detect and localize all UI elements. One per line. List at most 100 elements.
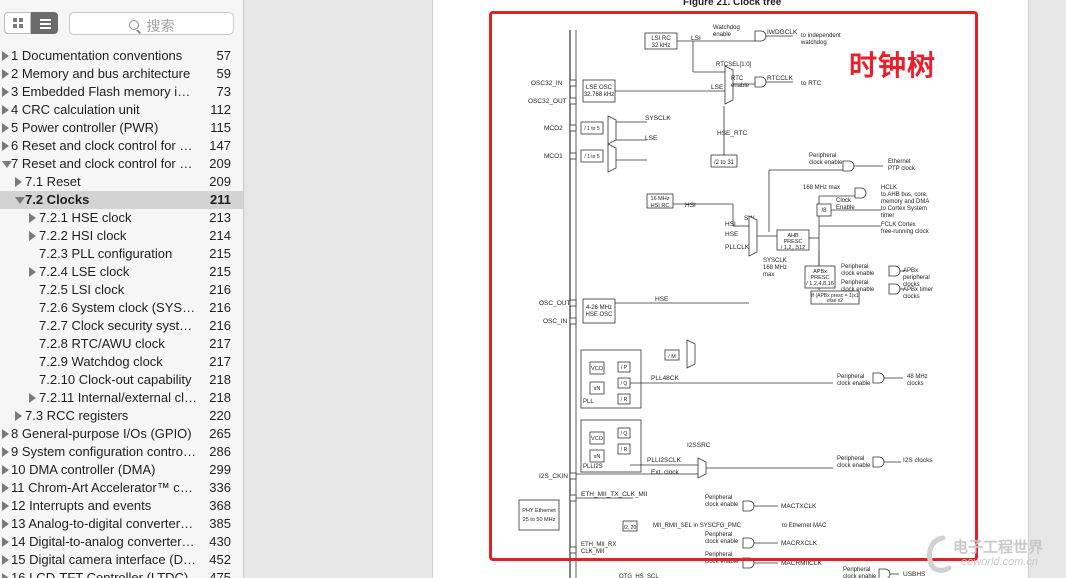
disclosure-closed-icon[interactable] xyxy=(2,429,9,439)
disclosure-closed-icon[interactable] xyxy=(2,141,9,151)
diagram-box xyxy=(589,381,605,395)
diagram-label: HCLK xyxy=(881,185,897,191)
and-gate xyxy=(854,187,867,199)
disclosure-closed-icon[interactable] xyxy=(2,123,9,133)
toc-item[interactable]: 6 Reset and clock control for S…147 xyxy=(0,137,243,155)
disclosure-closed-icon[interactable] xyxy=(2,69,9,79)
diagram-label: PRESC xyxy=(811,275,830,281)
toc-item[interactable]: 15 Digital camera interface (D… 452 xyxy=(0,551,243,569)
pin xyxy=(569,152,577,160)
toc-item-page: 216 xyxy=(209,318,231,333)
diagram-label: Peripheral xyxy=(705,532,732,538)
and-gate xyxy=(872,372,885,384)
disclosure-closed-icon[interactable] xyxy=(29,231,36,241)
diagram-label: 25 to 50 MHz xyxy=(523,517,556,523)
toc-item-title: 7.2.6 System clock (SYSC… xyxy=(39,300,197,315)
diagram-box xyxy=(617,361,631,373)
watermark-url: eeworld.com.cn xyxy=(961,556,1039,568)
disclosure-closed-icon[interactable] xyxy=(2,573,9,578)
toc-item-title: 10 DMA controller (DMA) xyxy=(11,462,156,477)
search-placeholder: 搜索 xyxy=(146,18,175,34)
diagram-label: VCO xyxy=(591,366,604,372)
toc-item-page: 299 xyxy=(209,462,231,477)
toc-item[interactable]: 3 Embedded Flash memory int…73 xyxy=(0,83,243,101)
toc-item[interactable]: 11 Chrom-Art Accelerator™ co…336 xyxy=(0,479,243,497)
diagram-label: I2S clocks xyxy=(903,457,933,464)
toc-item[interactable]: 7.2.4 LSE clock 215 xyxy=(0,263,243,281)
disclosure-closed-icon[interactable] xyxy=(2,447,9,457)
toc-item[interactable]: 7.2.6 System clock (SYSC…216 xyxy=(0,299,243,317)
disclosure-closed-icon[interactable] xyxy=(29,267,36,277)
disclosure-closed-icon[interactable] xyxy=(2,483,9,493)
toc-item[interactable]: 13 Analog-to-digital converter…385 xyxy=(0,515,243,533)
disclosure-closed-icon[interactable] xyxy=(2,87,9,97)
toc-item[interactable]: 7.2.7 Clock security syste…216 xyxy=(0,317,243,335)
toc-item-page: 215 xyxy=(209,264,231,279)
toc-item[interactable]: 8 General-purpose I/Os (GPIO)265 xyxy=(0,425,243,443)
toc-item-title: 7.2.4 LSE clock xyxy=(39,264,130,279)
clock-tree-annotation: 时钟树 xyxy=(849,50,937,81)
toc-item-page: 57 xyxy=(216,48,231,63)
disclosure-closed-icon[interactable] xyxy=(15,411,22,421)
toc-item[interactable]: 14 Digital-to-analog converter…430 xyxy=(0,533,243,551)
disclosure-closed-icon[interactable] xyxy=(29,213,36,223)
toc-item[interactable]: 9 System configuration control…286 xyxy=(0,443,243,461)
toc-item[interactable]: 5 Power controller (PWR)115 xyxy=(0,119,243,137)
toc-item-title: 7.2.11 Internal/external cl… xyxy=(39,390,197,405)
disclosure-closed-icon[interactable] xyxy=(2,501,9,511)
diagram-label: LSE OSC xyxy=(586,85,613,91)
toc-item-title: 15 Digital camera interface (D… xyxy=(11,552,196,567)
diagram-label: MACRXCLK xyxy=(781,540,818,547)
disclosure-closed-icon[interactable] xyxy=(2,519,9,529)
pin xyxy=(569,472,577,480)
disclosure-closed-icon[interactable] xyxy=(15,177,22,187)
diagram-label: xN xyxy=(594,386,601,392)
and-gate xyxy=(888,283,901,295)
diagram-label: HSE OSC xyxy=(585,312,613,318)
diagram-box xyxy=(580,149,604,163)
toc-item[interactable]: 7.2.11 Internal/external cl…218 xyxy=(0,389,243,407)
toc-item-page: 216 xyxy=(209,282,231,297)
diagram-label: Peripheral xyxy=(705,552,732,558)
diagram-box xyxy=(580,419,642,473)
disclosure-closed-icon[interactable] xyxy=(2,465,9,475)
disclosure-open-icon[interactable] xyxy=(15,197,25,204)
and-gate xyxy=(754,30,767,42)
disclosure-open-icon[interactable] xyxy=(2,161,12,168)
disclosure-closed-icon[interactable] xyxy=(29,393,36,403)
toc-item-page: 452 xyxy=(209,552,231,567)
diagram-label: / 1 to 5 xyxy=(584,126,600,132)
diagram-box xyxy=(776,229,810,251)
toc-item[interactable]: 10 DMA controller (DMA) 299 xyxy=(0,461,243,479)
outline-view-button[interactable] xyxy=(31,12,58,34)
disclosure-closed-icon[interactable] xyxy=(2,555,9,565)
toc-item[interactable]: 7 Reset and clock control for S…209 xyxy=(0,155,243,173)
diagram-label: 168 MHz xyxy=(763,265,787,271)
diagram-label: MACTXCLK xyxy=(781,503,817,510)
thumbnail-view-button[interactable] xyxy=(4,12,31,34)
diagram-label: APBx timer xyxy=(903,287,933,293)
toc-item[interactable]: 16 LCD-TFT Controller (LTDC)475 xyxy=(0,569,243,578)
diagram-label: else x2 xyxy=(827,298,843,304)
diagram-label: clock enable xyxy=(841,287,875,293)
disclosure-closed-icon[interactable] xyxy=(2,105,9,115)
search-field[interactable]: 搜索 xyxy=(69,12,234,35)
mux xyxy=(686,339,696,369)
toc-item-title: 5 Power controller (PWR) xyxy=(11,120,159,135)
disclosure-closed-icon[interactable] xyxy=(2,51,9,61)
disclosure-closed-icon[interactable] xyxy=(2,537,9,547)
